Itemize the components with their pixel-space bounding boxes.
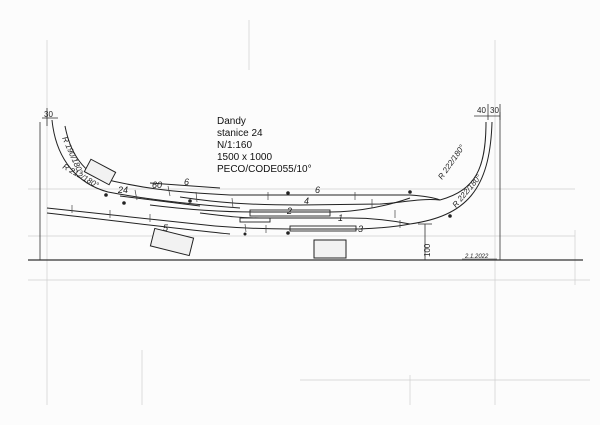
dimension-markers xyxy=(42,104,501,260)
building-front xyxy=(149,227,195,257)
track-5a xyxy=(46,207,216,227)
track-left-outer-curve xyxy=(51,119,109,193)
turnout-tick xyxy=(195,191,198,203)
track-5b xyxy=(46,212,231,235)
signal-dot xyxy=(408,190,412,194)
siding-block xyxy=(289,225,357,232)
turnout-tick xyxy=(231,197,234,209)
track-6 xyxy=(99,177,441,201)
dim-front-edge: 100 xyxy=(423,243,432,257)
layout-name: Dandy xyxy=(217,116,246,127)
scale-label: N/1:160 xyxy=(217,140,253,151)
building-left xyxy=(83,158,117,186)
track-number-3: 3 xyxy=(358,224,363,234)
turnout-tick xyxy=(134,189,138,201)
track-2 xyxy=(149,197,411,213)
siding-blocks xyxy=(239,209,357,232)
track-60 xyxy=(119,195,201,207)
dim-left-margin: 30 xyxy=(44,110,53,119)
track-number-4: 4 xyxy=(304,196,309,206)
track-right-inner-curve xyxy=(409,121,493,225)
track-1 xyxy=(199,212,411,225)
track-number-60: 60 xyxy=(152,180,162,190)
signal-dot xyxy=(448,214,452,218)
baseboard-outline xyxy=(28,112,583,261)
signal-dot xyxy=(104,193,108,197)
construction-lines xyxy=(28,20,590,405)
track-24 xyxy=(107,191,241,209)
signals xyxy=(104,190,452,236)
track-number-24: 24 xyxy=(117,185,128,195)
buildings xyxy=(83,158,347,259)
turnout-ticks xyxy=(71,185,401,233)
track-number-2: 2 xyxy=(286,206,292,216)
track-right-outer-curve xyxy=(439,121,487,201)
signature: 2.1.2022 xyxy=(464,254,489,260)
siding-block xyxy=(249,209,331,217)
track-3 xyxy=(214,223,411,230)
radius-right-inner: R 222/180° xyxy=(451,172,484,209)
signal-dot xyxy=(122,201,126,205)
dim-right-margin-a: 40 xyxy=(477,106,486,115)
station-label: stanice 24 xyxy=(217,128,263,139)
turnout-tick xyxy=(167,185,171,197)
dim-right-margin-b: 30 xyxy=(490,106,499,115)
signal-dot xyxy=(286,191,290,195)
track-4 xyxy=(179,196,441,206)
track-number-1: 1 xyxy=(338,213,343,223)
size-label: 1500 x 1000 xyxy=(217,152,273,163)
siding-block xyxy=(239,217,271,223)
signal-dot xyxy=(286,231,290,235)
signal-dot xyxy=(188,199,192,203)
track-number-6a: 6 xyxy=(184,177,189,187)
track-number-5: 5 xyxy=(163,223,169,233)
radius-right-outer: R 222/180° xyxy=(436,142,467,181)
signal-dot xyxy=(243,232,247,236)
turnout-tick xyxy=(244,223,247,233)
track-number-6b: 6 xyxy=(315,185,320,195)
track-system-label: PECO/CODE055/10° xyxy=(217,164,312,175)
track-spur-upper xyxy=(149,182,221,189)
building-station xyxy=(313,239,347,259)
title-block: Dandy stanice 24 N/1:160 1500 x 1000 PEC… xyxy=(217,116,312,176)
